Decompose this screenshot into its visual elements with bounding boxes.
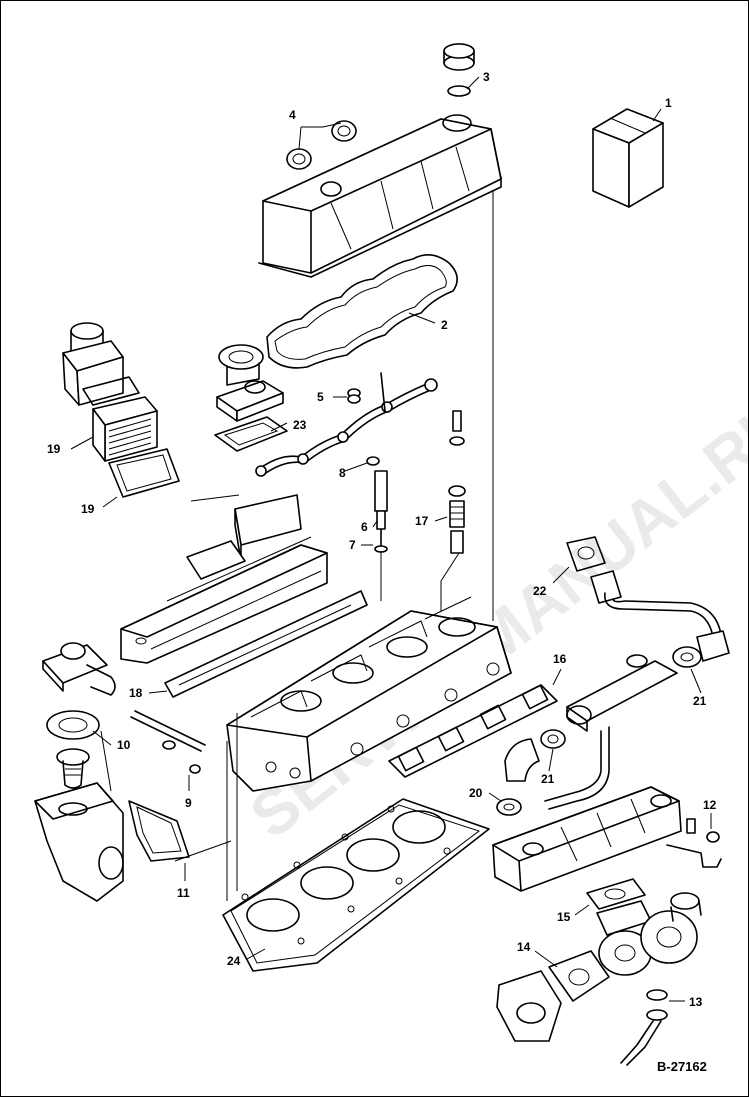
egr-gasket xyxy=(214,416,288,452)
callout-13: 13 xyxy=(689,995,703,1009)
intake-manifold xyxy=(120,494,328,664)
exhaust-manifold-gasket xyxy=(388,684,558,778)
assembly-lines xyxy=(100,191,494,901)
intake-throttle-housing xyxy=(62,322,140,406)
oil-filler-cap xyxy=(443,43,475,97)
callout-24: 24 xyxy=(227,954,241,968)
callout-8: 8 xyxy=(339,466,346,480)
callout-12: 12 xyxy=(703,798,717,812)
callout-4: 4 xyxy=(289,108,296,122)
egr-valve xyxy=(216,344,284,422)
figure-reference: B-27162 xyxy=(657,1059,707,1074)
callout-19-upper: 19 xyxy=(47,442,61,456)
callout-21-right: 21 xyxy=(693,694,707,708)
callout-14: 14 xyxy=(517,940,531,954)
callout-19-lower: 19 xyxy=(81,502,95,516)
exhaust-seal xyxy=(496,798,522,816)
nozzle-assembly xyxy=(448,410,466,554)
callout-6: 6 xyxy=(361,520,368,534)
turbo-flange-gasket xyxy=(586,878,646,910)
intake-manifold-gasket xyxy=(164,590,368,698)
callout-9: 9 xyxy=(185,796,192,810)
egr-cooler xyxy=(544,654,678,810)
callout-23: 23 xyxy=(293,418,307,432)
leader-lines xyxy=(70,76,712,1002)
egr-elbow xyxy=(504,738,540,782)
intake-gasket xyxy=(108,448,180,498)
callout-5: 5 xyxy=(317,390,324,404)
turbo-outlet-gasket xyxy=(548,950,610,1002)
egr-gaskets xyxy=(540,646,702,749)
callout-18: 18 xyxy=(129,686,143,700)
cylinder-head-gasket xyxy=(222,798,490,972)
callout-7: 7 xyxy=(349,538,356,552)
water-pump-housing xyxy=(34,782,124,902)
fuel-return-line xyxy=(255,372,438,477)
valve-cover-seals xyxy=(286,120,357,170)
water-pump-gasket xyxy=(128,800,190,862)
callout-20: 20 xyxy=(469,786,483,800)
valve-cover xyxy=(258,114,502,278)
callout-17: 17 xyxy=(415,514,429,528)
thermostat-gasket xyxy=(46,710,100,740)
exhaust-manifold xyxy=(492,786,682,892)
callout-22: 22 xyxy=(533,584,547,598)
callout-16: 16 xyxy=(553,652,567,666)
oil-drain-gaskets xyxy=(620,989,668,1066)
callout-3: 3 xyxy=(483,70,490,84)
cylinder-head xyxy=(226,596,512,792)
callout-11: 11 xyxy=(177,886,190,900)
injector-washer xyxy=(366,456,380,466)
gasket-kit-box xyxy=(592,108,664,208)
thermostat-cover xyxy=(42,642,116,696)
callout-2: 2 xyxy=(441,318,448,332)
callout-10: 10 xyxy=(117,738,131,752)
turbocharger xyxy=(596,892,702,976)
bracket-hardware xyxy=(666,818,722,868)
fuel-injector xyxy=(374,470,388,553)
callout-labels: 1 3 4 2 5 23 8 6 7 17 19 19 18 10 9 11 2… xyxy=(47,70,717,1009)
thermostat xyxy=(56,748,90,789)
callout-21-center: 21 xyxy=(541,772,555,786)
valve-cover-gasket xyxy=(266,254,458,369)
watermark-text: SERVICEMANUAL.RU xyxy=(237,384,748,852)
intake-heater xyxy=(92,396,158,462)
turbo-outlet-elbow xyxy=(496,970,562,1042)
callout-1: 1 xyxy=(665,96,672,110)
egr-pipe-gasket xyxy=(566,536,606,572)
bypass-pipe-and-fittings xyxy=(130,710,206,774)
egr-pipe xyxy=(590,570,730,662)
callout-15: 15 xyxy=(557,910,571,924)
return-line-clip xyxy=(347,388,361,404)
